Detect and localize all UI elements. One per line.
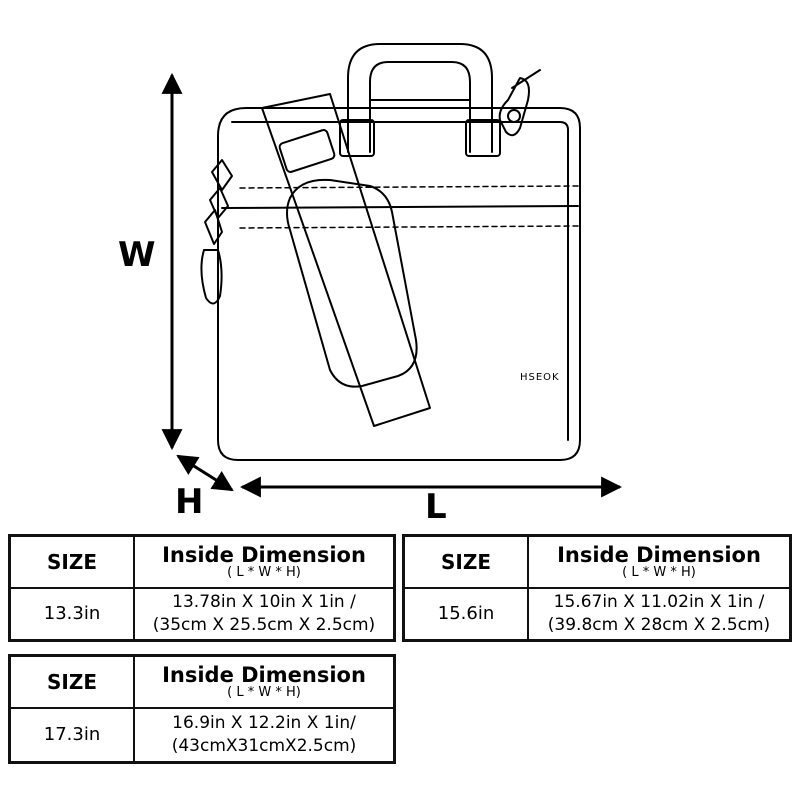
dimension-header-cell: Inside Dimension ( L * W * H) (133, 654, 396, 709)
zipper-pulls (200, 159, 233, 305)
dimension-subheader: ( L * W * H) (227, 684, 301, 700)
size-header-cell: SIZE (8, 654, 135, 709)
size-header-cell: SIZE (402, 534, 529, 589)
dimension-value-cell: 16.9in X 12.2in X 1in/ (43cmX31cmX2.5cm) (133, 706, 396, 764)
size-header: SIZE (46, 669, 97, 694)
dimension-metric: (35cm X 25.5cm X 2.5cm) (152, 614, 376, 635)
shoulder-pad (286, 178, 418, 388)
dimension-header-cell: Inside Dimension ( L * W * H) (133, 534, 396, 589)
shoulder-strap (261, 93, 431, 427)
laptop-bag-diagram: HSEOK (161, 43, 623, 498)
dimension-subheader: ( L * W * H) (227, 564, 301, 580)
size-value: 17.3in (43, 724, 101, 746)
size-value: 13.3in (43, 603, 101, 625)
size-table-17-3: SIZE Inside Dimension ( L * W * H) 17.3i… (8, 654, 396, 764)
brand-logo-text: HSEOK (520, 372, 560, 383)
size-value-cell: 15.6in (402, 586, 529, 642)
size-value-cell: 17.3in (8, 706, 135, 764)
height-label: H (175, 482, 204, 522)
strap-clip (498, 77, 530, 137)
dimension-header: Inside Dimension (557, 542, 761, 567)
size-header-cell: SIZE (8, 534, 135, 589)
dimension-header: Inside Dimension (162, 542, 366, 567)
dimension-imperial: 15.67in X 11.02in X 1in / (553, 591, 765, 612)
width-label: W (118, 235, 156, 275)
dimension-header-cell: Inside Dimension ( L * W * H) (527, 534, 792, 589)
dimension-value-cell: 13.78in X 10in X 1in / (35cm X 25.5cm X … (133, 586, 396, 642)
size-table-15-6: SIZE Inside Dimension ( L * W * H) 15.6i… (402, 534, 792, 642)
dimension-header: Inside Dimension (162, 662, 366, 687)
size-header: SIZE (440, 549, 491, 574)
size-value: 15.6in (437, 603, 495, 625)
dimension-imperial: 16.9in X 12.2in X 1in/ (172, 712, 356, 733)
size-header: SIZE (46, 549, 97, 574)
height-arrow (176, 454, 234, 492)
size-table-13-3: SIZE Inside Dimension ( L * W * H) 13.3i… (8, 534, 396, 642)
dimension-value-cell: 15.67in X 11.02in X 1in / (39.8cm X 28cm… (527, 586, 792, 642)
bag-drawing (200, 43, 581, 461)
dimension-metric: (43cmX31cmX2.5cm) (171, 735, 357, 756)
bag-handle (347, 43, 493, 153)
length-label: L (425, 487, 447, 527)
dimension-metric: (39.8cm X 28cm X 2.5cm) (547, 614, 771, 635)
bag-body (217, 107, 581, 461)
dimension-imperial: 13.78in X 10in X 1in / (172, 591, 356, 612)
dimension-subheader: ( L * W * H) (622, 564, 696, 580)
size-value-cell: 13.3in (8, 586, 135, 642)
pocket-zipper (221, 205, 579, 209)
strap-buckle (278, 129, 336, 173)
